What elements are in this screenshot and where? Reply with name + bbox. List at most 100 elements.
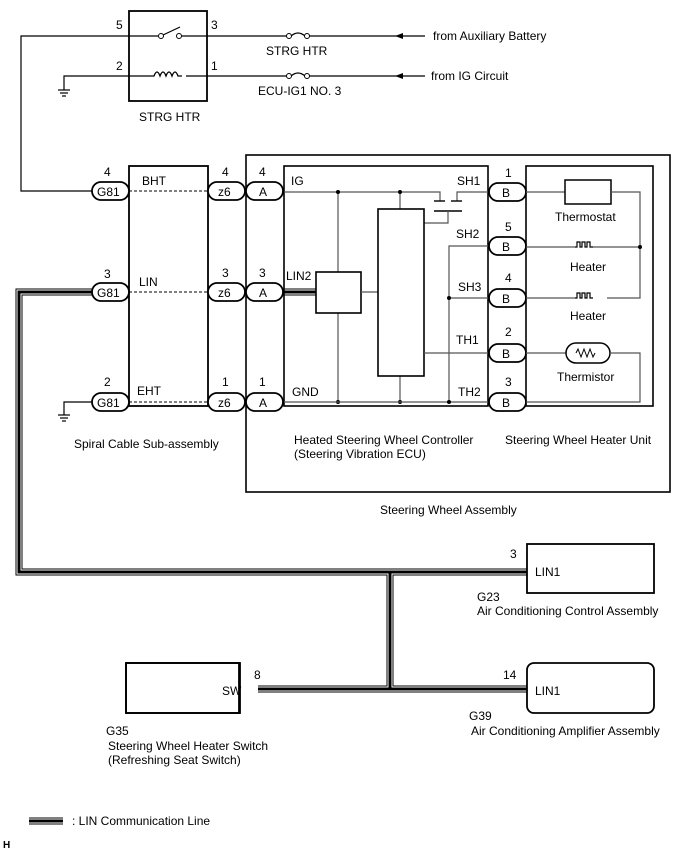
source-label: from Auxiliary Battery bbox=[433, 29, 546, 43]
pin-number: 3 bbox=[222, 266, 229, 280]
fuse-label: STRG HTR bbox=[266, 44, 328, 58]
relay-switch-arm bbox=[162, 26, 181, 36]
signal-eht: EHT bbox=[137, 384, 162, 398]
signal-th1: TH1 bbox=[456, 333, 479, 347]
connector-label: B bbox=[502, 396, 510, 410]
relay-pin-1: 1 bbox=[211, 59, 218, 73]
connector-pill-a bbox=[245, 181, 284, 201]
mcu-block bbox=[377, 208, 425, 377]
steering-wheel-heater-switch: SW 8 G35 Steering Wheel Heater Switch (R… bbox=[106, 662, 268, 767]
ac-control-box bbox=[526, 543, 655, 594]
fuse-icon bbox=[290, 72, 306, 77]
connector-b: B 1 B 5 B 4 B 2 B 3 bbox=[488, 166, 527, 412]
heater-element-icon bbox=[575, 292, 593, 299]
connector-label: B bbox=[502, 292, 510, 306]
connector-label: z6 bbox=[218, 185, 231, 199]
relay-switch-contact-right bbox=[176, 33, 182, 39]
connector-pill-z6 bbox=[207, 392, 246, 412]
pin-number: 5 bbox=[505, 220, 512, 234]
heater-switch-label-line2: (Refreshing Seat Switch) bbox=[108, 753, 241, 767]
connector-g23: G23 bbox=[477, 590, 500, 604]
ac-control-assembly: LIN1 3 G23 Air Conditioning Control Asse… bbox=[477, 543, 658, 618]
connector-label: B bbox=[502, 347, 510, 361]
ground-icon bbox=[58, 75, 129, 97]
pin-number: 4 bbox=[259, 165, 266, 179]
connector-g81-pin2: G81 2 bbox=[91, 375, 130, 412]
source-label: from IG Circuit bbox=[431, 69, 509, 83]
pin-number: 2 bbox=[104, 375, 111, 389]
heater-unit-box bbox=[525, 165, 654, 407]
lin-bus bbox=[15, 288, 527, 693]
connector-z6-a-pin1: z6 1 A 1 bbox=[207, 375, 284, 412]
lin-line-outer bbox=[15, 288, 527, 693]
controller-label-line1: Heated Steering Wheel Controller bbox=[294, 433, 473, 447]
connector-label: G81 bbox=[97, 286, 120, 300]
ac-amplifier-assembly: LIN1 14 G39 Air Conditioning Amplifier A… bbox=[469, 662, 660, 738]
pin-number: 2 bbox=[505, 325, 512, 339]
signal-sh2: SH2 bbox=[456, 227, 480, 241]
ac-control-label: Air Conditioning Control Assembly bbox=[477, 604, 658, 618]
controller-label-line2: (Steering Vibration ECU) bbox=[294, 447, 426, 461]
controller-box bbox=[283, 165, 489, 407]
connector-pill-a bbox=[245, 282, 284, 302]
thermostat-icon bbox=[564, 179, 612, 205]
lin-line-core bbox=[17, 290, 527, 691]
terminal-lin1: LIN1 bbox=[535, 565, 561, 579]
fuse-label: ECU-IG1 NO. 3 bbox=[258, 84, 342, 98]
signal-lin2: LIN2 bbox=[286, 269, 312, 283]
legend-label: : LIN Communication Line bbox=[72, 814, 210, 828]
fuse-icon bbox=[290, 32, 306, 37]
connector-label: G81 bbox=[97, 185, 120, 199]
wire-bht bbox=[20, 35, 129, 192]
relay-pin-5: 5 bbox=[116, 18, 123, 32]
pin-number: 4 bbox=[505, 271, 512, 285]
heater-label: Heater bbox=[570, 260, 606, 274]
connector-label: G81 bbox=[97, 396, 120, 410]
steering-wheel-assembly-label: Steering Wheel Assembly bbox=[380, 503, 517, 517]
steering-wheel-assembly-box bbox=[245, 154, 671, 493]
connector-pill-a bbox=[245, 392, 284, 412]
pin-number: 4 bbox=[222, 165, 229, 179]
connector-label: B bbox=[502, 240, 510, 254]
pin-number: 8 bbox=[254, 668, 261, 682]
connector-pill bbox=[91, 181, 130, 201]
terminal-sw: SW bbox=[222, 684, 242, 698]
heater-switch-label-line1: Steering Wheel Heater Switch bbox=[108, 739, 268, 753]
heater-unit-circuit: Thermostat Heater Heater Thermistor bbox=[526, 179, 642, 403]
signal-sh3: SH3 bbox=[458, 280, 482, 294]
connector-g35: G35 bbox=[106, 724, 129, 738]
relay-box bbox=[128, 10, 208, 102]
heater-label: Heater bbox=[570, 309, 606, 323]
signal-ig: IG bbox=[291, 174, 304, 188]
pin-number: 1 bbox=[259, 375, 266, 389]
ground-icon bbox=[58, 401, 92, 422]
terminal-lin1: LIN1 bbox=[535, 684, 561, 698]
lin-line-gap bbox=[16, 289, 527, 692]
connector-g39: G39 bbox=[469, 709, 492, 723]
heater-element-icon bbox=[575, 241, 593, 248]
legend: : LIN Communication Line bbox=[29, 814, 210, 828]
pin-number: 3 bbox=[510, 547, 517, 561]
relay-label: STRG HTR bbox=[139, 110, 201, 124]
figure-code: H bbox=[3, 840, 10, 851]
pin-number: 1 bbox=[505, 166, 512, 180]
connector-z6-a-pin3: z6 3 A 3 bbox=[207, 266, 284, 302]
heater-unit-label: Steering Wheel Heater Unit bbox=[505, 433, 652, 447]
connector-label: z6 bbox=[218, 286, 231, 300]
relay-pin-3: 3 bbox=[211, 18, 218, 32]
signal-sh1: SH1 bbox=[457, 174, 481, 188]
connector-label: z6 bbox=[218, 396, 231, 410]
relay-coil-icon bbox=[150, 71, 182, 78]
arrow-left-icon bbox=[395, 73, 403, 79]
ground-wire bbox=[63, 401, 92, 415]
thermistor-label: Thermistor bbox=[557, 370, 614, 384]
relay-switch-contact-left bbox=[158, 33, 164, 39]
signal-th2: TH2 bbox=[458, 385, 481, 399]
pin-number: 3 bbox=[505, 375, 512, 389]
connector-pill-z6 bbox=[207, 181, 246, 201]
spiral-cable-label: Spiral Cable Sub-assembly bbox=[74, 437, 219, 451]
connector-label: A bbox=[259, 286, 267, 300]
pin-number: 14 bbox=[503, 668, 517, 682]
signal-gnd: GND bbox=[292, 385, 319, 399]
